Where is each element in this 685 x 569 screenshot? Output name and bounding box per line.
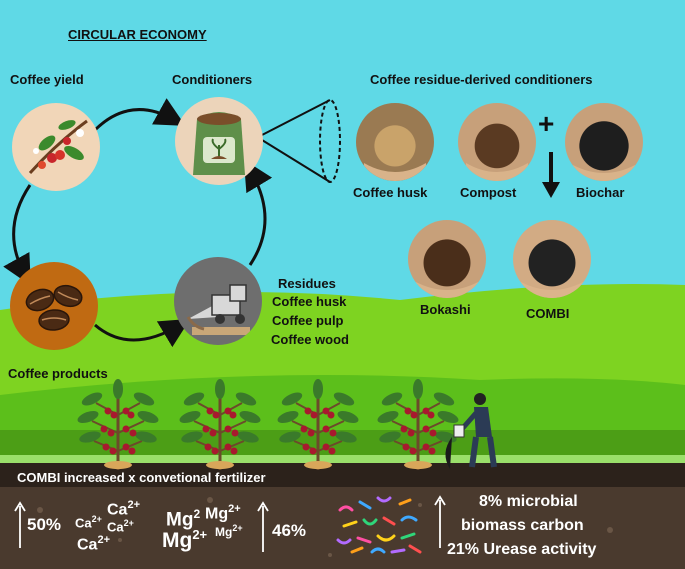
- residue-coffee-husk: Coffee husk: [272, 294, 347, 309]
- residues-heading: Residues: [278, 276, 336, 291]
- fertilizer-bag-icon: [193, 112, 245, 175]
- coffee-yield-circle: [12, 103, 100, 191]
- coffee-plant: [274, 377, 362, 472]
- residues-circle: [174, 257, 262, 345]
- compost-photo: [458, 103, 536, 181]
- bokashi-label: Bokashi: [420, 302, 471, 317]
- residue-panel-heading: Coffee residue-derived conditioners: [370, 72, 593, 87]
- down-arrow-icon: [542, 152, 560, 198]
- coffee-plants-row: [74, 377, 497, 472]
- microbial-line-3: 21% Urease activity: [447, 541, 597, 558]
- mg-ion-4: Mg2+: [215, 523, 243, 539]
- farmer-figure: [445, 393, 497, 469]
- arrow-yield-to-conditioners: [93, 98, 186, 132]
- plus-sign: +: [538, 108, 555, 139]
- biochar-label: Biochar: [576, 185, 625, 200]
- coffee-plant: [176, 377, 264, 472]
- microbial-line-1: 8% microbial: [479, 493, 578, 510]
- coffee-products-label: Coffee products: [8, 366, 108, 381]
- ca-ion-3: Ca2+: [107, 518, 134, 535]
- arrow-residues-to-conditioners: [243, 159, 273, 266]
- coffee-husk-label: Coffee husk: [353, 185, 428, 200]
- mg-ion-1: Mg2: [166, 507, 201, 531]
- up-arrow-icon: [14, 501, 26, 548]
- dump-truck-icon: [186, 284, 250, 335]
- up-arrow-icon: [257, 501, 269, 552]
- coffee-husk-photo: [356, 103, 434, 181]
- zoom-cone: [261, 99, 331, 183]
- bottom-headline: COMBI increased x convetional fertilizer: [17, 470, 266, 485]
- mg-percent: 46%: [272, 521, 307, 540]
- mg-ion-3: Mg2+: [162, 527, 208, 552]
- coffee-yield-label: Coffee yield: [10, 72, 84, 87]
- microbial-line-2: biomass carbon: [461, 517, 584, 534]
- ca-ion-2: Ca2+: [107, 499, 140, 519]
- conditioners-circle: [175, 97, 263, 185]
- residue-coffee-pulp: Coffee pulp: [272, 313, 344, 328]
- microbes-icon: [336, 496, 422, 554]
- coffee-branch-icon: [28, 119, 88, 175]
- combi-label: COMBI: [526, 306, 570, 321]
- conditioners-label: Conditioners: [172, 72, 253, 87]
- ca-ion-1: Ca2+: [75, 514, 102, 531]
- residue-coffee-wood: Coffee wood: [271, 332, 349, 347]
- coffee-beans-icon: [25, 284, 83, 331]
- biochar-photo: [565, 103, 643, 181]
- up-arrow-icon: [434, 495, 446, 548]
- coffee-plant: [74, 377, 162, 472]
- bokashi-photo: [408, 220, 486, 298]
- arrow-products-to-residues: [94, 318, 191, 348]
- ca-percent: 50%: [27, 515, 62, 534]
- coffee-products-circle: [10, 262, 98, 350]
- zoom-cone-mouth: [319, 99, 341, 183]
- ca-ion-4: Ca2+: [77, 534, 110, 554]
- mg-ion-2: Mg2+: [205, 503, 241, 523]
- combi-photo: [513, 220, 591, 298]
- arrow-yield-to-products: [3, 184, 32, 286]
- page-title: CIRCULAR ECONOMY: [68, 27, 207, 42]
- compost-label: Compost: [460, 185, 517, 200]
